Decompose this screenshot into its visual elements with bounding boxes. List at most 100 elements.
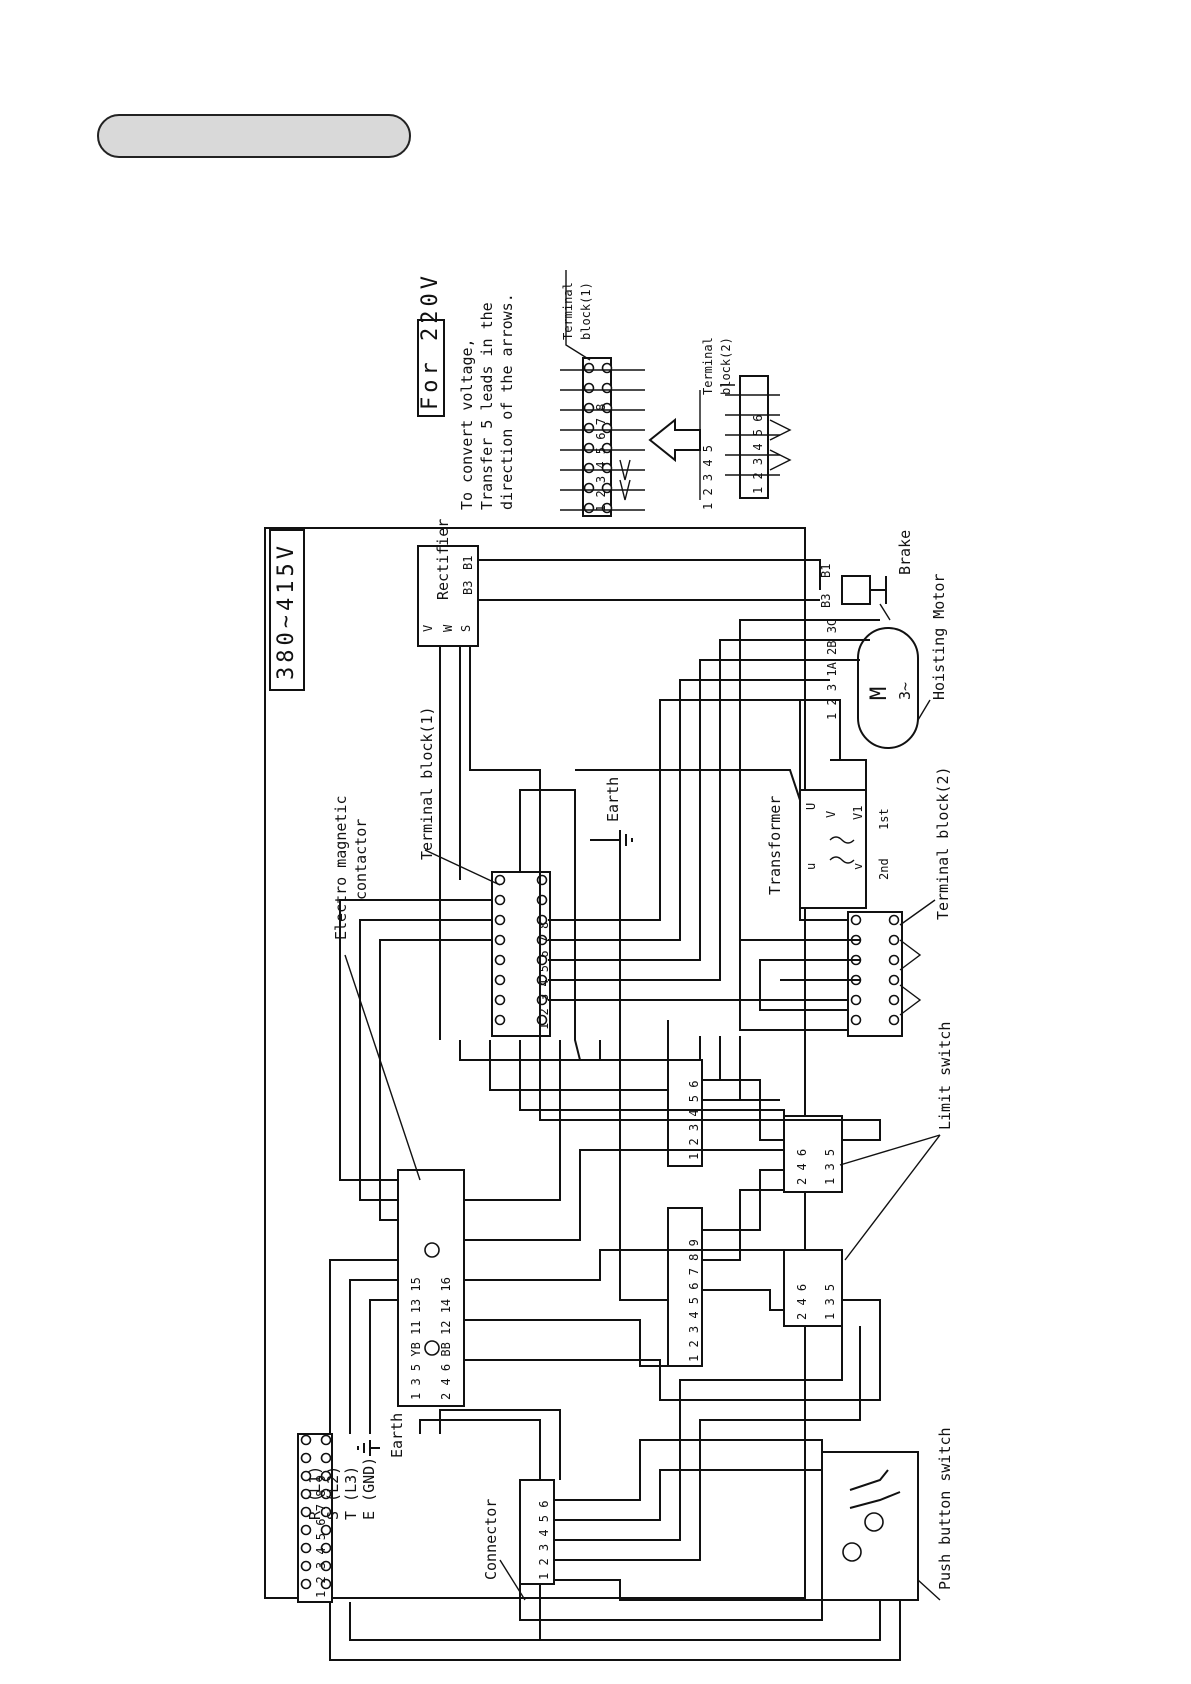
main-terminal-terminal-screw — [300, 1578, 312, 1590]
terminal-block-2-terminal-screw — [888, 954, 900, 966]
main-terminal-terminal-screw — [300, 1434, 312, 1446]
svg-text:direction of the arrows.: direction of the arrows. — [498, 293, 516, 510]
svg-text:Connector: Connector — [482, 1499, 500, 1580]
terminal-block-1-terminal-screw — [494, 954, 506, 966]
svg-text:2nd: 2nd — [877, 858, 891, 880]
supply-frame — [264, 527, 806, 1599]
svg-text:Terminal: Terminal — [561, 282, 575, 340]
main-terminal-terminal-screw — [320, 1578, 332, 1590]
main-terminal-terminal-screw — [300, 1452, 312, 1464]
transformer: Transformer u U v V1 V 1st 2nd — [766, 789, 891, 909]
terminal-block-2-terminal-screw — [850, 914, 862, 926]
svg-text:Electro magnetic: Electro magnetic — [332, 796, 350, 941]
terminal-strip-9: 1 2 3 4 5 6 7 8 9 — [667, 1207, 703, 1367]
main-terminal-terminal-screw — [300, 1488, 312, 1500]
svg-text:1 2 3 1A 2B 3C: 1 2 3 1A 2B 3C — [825, 619, 839, 720]
main-terminal-terminal-screw — [320, 1470, 332, 1482]
main-terminal-terminal-screw — [300, 1470, 312, 1482]
svg-text:E (GND): E (GND) — [360, 1457, 378, 1520]
section-title-pill — [97, 114, 411, 158]
svg-text:Brake: Brake — [896, 530, 914, 575]
svg-text:Earth: Earth — [604, 777, 622, 822]
terminal-block-2-terminal-screw — [888, 934, 900, 946]
svg-text:T (L3): T (L3) — [342, 1466, 360, 1520]
svg-text:1 2 3 4 5 6: 1 2 3 4 5 6 — [537, 1501, 551, 1580]
tb1-220v-terminal-screw — [583, 402, 595, 414]
svg-text:Push button switch: Push button switch — [936, 1427, 954, 1590]
svg-text:B3: B3 — [819, 594, 833, 608]
main-terminal-terminal-screw — [320, 1488, 332, 1500]
hoisting-motor: M 3~ 1 2 3 1A 2B 3C Hoisting Motor — [825, 574, 948, 749]
tb1-220v-diagram: 1 2 3 4 5 6 7 8 Terminal block(1) — [560, 270, 645, 517]
svg-text:2 4 6 BB 12 14 16: 2 4 6 BB 12 14 16 — [439, 1277, 453, 1400]
svg-text:For 220V: For 220V — [418, 272, 443, 410]
svg-text:V: V — [824, 811, 838, 818]
tb1-220v-terminal-screw — [583, 482, 595, 494]
svg-text:B1: B1 — [819, 564, 833, 578]
svg-text:Rectifier: Rectifier — [434, 519, 452, 600]
tb1-220v-terminal-screw — [583, 382, 595, 394]
terminal-block-1-terminal-screw — [536, 874, 548, 886]
terminal-block-2-terminal-screw — [888, 1014, 900, 1026]
limit-switch-lower: 2 4 6 1 3 5 — [783, 1249, 843, 1327]
svg-text:Terminal block(2): Terminal block(2) — [934, 766, 952, 920]
svg-text:1st: 1st — [877, 808, 891, 830]
svg-text:2 4 6: 2 4 6 — [795, 1284, 809, 1320]
earth-symbol: Earth — [590, 777, 633, 850]
terminal-block-1-terminal-screw — [494, 1014, 506, 1026]
terminal-block-1-terminal-screw — [494, 934, 506, 946]
terminal-block-1: Terminal block(1) 1 2 3 4 5 6 7 8 — [418, 706, 551, 1037]
terminal-block-1-terminal-screw — [536, 894, 548, 906]
limit-switch-label: Limit switch — [936, 1022, 954, 1130]
convert-arrow-icon — [648, 417, 701, 463]
main-terminal-terminal-screw — [320, 1452, 332, 1464]
svg-text:W: W — [441, 624, 455, 632]
svg-text:1 2 3 4 5 6 7 8 9: 1 2 3 4 5 6 7 8 9 — [687, 1239, 701, 1362]
terminal-block-1-terminal-screw — [494, 974, 506, 986]
svg-text:1 3 5: 1 3 5 — [823, 1284, 837, 1320]
svg-text:Transfer 5 leads in the: Transfer 5 leads in the — [478, 302, 496, 510]
terminal-block-2: Terminal block(2) — [847, 766, 952, 1037]
main-terminal: 1 2 3 4 5 6 7 8 9 — [297, 1433, 333, 1603]
main-terminal-terminal-screw — [320, 1542, 332, 1554]
main-terminal-terminal-screw — [300, 1542, 312, 1554]
svg-text:380~415V: 380~415V — [274, 542, 299, 680]
svg-text:U: U — [804, 803, 818, 810]
wiring — [329, 559, 901, 1661]
svg-text:Earth: Earth — [388, 1413, 406, 1458]
connector: 1 2 3 4 5 6 Connector — [482, 1479, 555, 1601]
svg-text:1 3 5: 1 3 5 — [823, 1149, 837, 1185]
svg-text:Terminal: Terminal — [701, 337, 715, 395]
terminal-block-2-terminal-screw — [888, 974, 900, 986]
svg-text:V: V — [421, 625, 435, 632]
svg-text:v: v — [851, 863, 865, 870]
terminal-block-2-terminal-screw — [850, 994, 862, 1006]
svg-text:V1: V1 — [851, 806, 865, 820]
tb1-220v-terminal-screw — [601, 382, 613, 394]
terminal-block-1-terminal-screw — [494, 894, 506, 906]
main-terminal-terminal-screw — [300, 1506, 312, 1518]
svg-text:Transformer: Transformer — [766, 796, 784, 895]
main-terminal-terminal-screw — [320, 1434, 332, 1446]
svg-text:S: S — [459, 625, 473, 632]
earth-symbol-2: Earth — [357, 1413, 406, 1458]
svg-text:1 2 3 4 5 6 7 8: 1 2 3 4 5 6 7 8 — [594, 404, 608, 512]
svg-text:u: u — [804, 863, 818, 870]
terminal-block-1-terminal-screw — [494, 914, 506, 926]
tb1-220v-terminal-screw — [583, 442, 595, 454]
svg-text:B1: B1 — [461, 556, 475, 570]
tb1-220v-terminal-screw — [583, 422, 595, 434]
tb1-220v-terminal-screw — [583, 462, 595, 474]
svg-text:contactor: contactor — [352, 819, 370, 900]
svg-text:R (L1): R (L1) — [306, 1466, 324, 1520]
svg-text:M: M — [867, 683, 892, 700]
rectifier: Rectifier V W S B3 B1 — [417, 519, 479, 647]
terminal-block-2-terminal-screw — [888, 994, 900, 1006]
svg-text:To convert voltage,: To convert voltage, — [458, 338, 476, 510]
supply-labels: R (L1) S (L2) T (L3) E (GND) — [306, 1457, 378, 1520]
main-terminal-terminal-screw — [300, 1560, 312, 1572]
tb1-220v-terminal-screw — [601, 362, 613, 374]
svg-text:S (L2): S (L2) — [324, 1466, 342, 1520]
svg-text:B3: B3 — [461, 581, 475, 595]
push-button-switch: Push button switch — [821, 1427, 954, 1601]
